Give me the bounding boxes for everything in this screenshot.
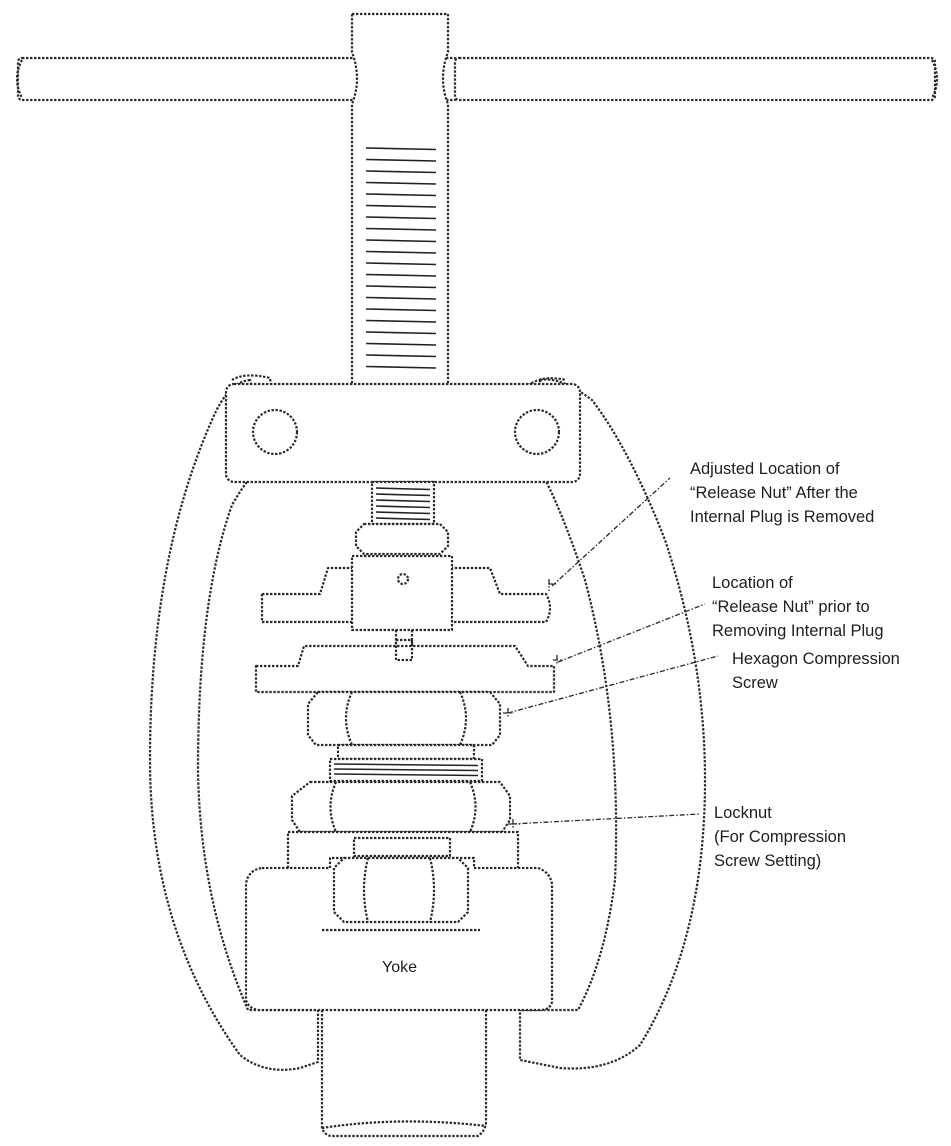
thread-line	[333, 768, 479, 772]
thread-line	[365, 262, 437, 266]
lower-shaft	[320, 1010, 488, 1138]
screw-shaft	[350, 12, 450, 398]
thread-line	[375, 505, 431, 509]
thread-line	[365, 239, 437, 243]
yoke: Yoke	[244, 836, 554, 1012]
thread-line	[365, 331, 437, 335]
thread-line	[333, 773, 479, 777]
thread-line	[365, 354, 437, 358]
thread-line	[365, 250, 437, 254]
label-hex-screw: Hexagon Compression Screw	[732, 650, 904, 692]
thread-line	[375, 499, 431, 503]
thread-line	[333, 763, 479, 767]
hex-compression-screw	[306, 690, 502, 761]
leader-lines	[503, 477, 719, 829]
thread-line	[365, 285, 437, 289]
thread-line	[365, 204, 437, 208]
lower-threads	[375, 487, 431, 521]
thread-line	[365, 216, 437, 220]
screw-threads	[365, 147, 437, 369]
t-handle	[15, 56, 939, 102]
thread-line	[365, 170, 437, 174]
leader-hex	[507, 655, 719, 714]
annotations: Adjusted Location of “Release Nut” After…	[690, 460, 904, 870]
thread-line	[365, 319, 437, 323]
release-nut-prior	[254, 638, 556, 694]
thread-line	[375, 517, 431, 521]
compression-thread	[328, 757, 484, 783]
thread-line	[365, 158, 437, 162]
thread-line	[365, 365, 437, 369]
thread-line	[365, 193, 437, 197]
label-locknut: Locknut (For Compression Screw Setting)	[714, 804, 851, 870]
thread-line	[365, 296, 437, 300]
release-nut-adjusted	[260, 554, 552, 632]
leader-adjusted	[551, 477, 671, 587]
thread-line	[365, 181, 437, 185]
thread-line	[365, 308, 437, 312]
jaw-right	[518, 377, 707, 1070]
lower-thread	[354, 480, 450, 556]
thread-line	[375, 493, 431, 497]
thread-line	[365, 227, 437, 231]
crosshead	[224, 382, 582, 484]
thread-line	[375, 487, 431, 491]
thread-line	[365, 342, 437, 346]
locknut	[290, 780, 512, 834]
thread-line	[375, 511, 431, 515]
thread-line	[365, 273, 437, 277]
jaw-left	[148, 374, 320, 1071]
label-adjusted-location: Adjusted Location of “Release Nut” After…	[690, 460, 874, 526]
yoke-label: Yoke	[382, 959, 417, 976]
label-location-prior: Location of “Release Nut” prior to Remov…	[712, 574, 884, 640]
thread-line	[365, 147, 437, 151]
